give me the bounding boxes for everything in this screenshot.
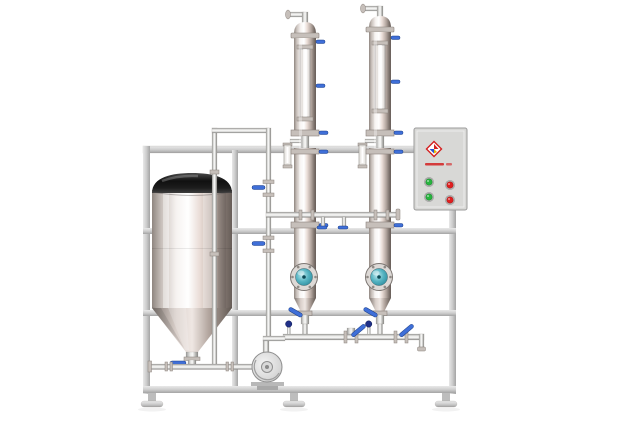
- valve-handle: [399, 324, 414, 337]
- pump-discharge-pipe: [262, 335, 286, 342]
- feed-pipe: [265, 127, 272, 339]
- frame-right-post: [449, 146, 456, 394]
- ball-valve-knob: [285, 320, 293, 328]
- pressure-gauge-2: [365, 263, 393, 291]
- indicator-light-red-1: [446, 181, 454, 189]
- clamp-handle: [315, 83, 326, 88]
- column1-bottom-cone: [294, 298, 316, 312]
- valve-handle: [251, 185, 266, 190]
- clamp-handle: [390, 35, 401, 40]
- column1-cap: [294, 22, 316, 34]
- tank-riser-pipe: [211, 127, 218, 367]
- tank-weld-seam: [152, 248, 232, 249]
- membrane-column-1: [282, 9, 329, 337]
- sample-valve-handle: [337, 225, 349, 230]
- upper-manifold: [265, 211, 399, 218]
- sample-valve-handle: [316, 225, 328, 230]
- indicator-light-red-2: [446, 196, 454, 204]
- indicator-light-green-1: [425, 178, 433, 186]
- clamp-handle: [390, 79, 401, 84]
- column2-bottom-valve: [375, 314, 385, 325]
- column1-bottom-valve: [300, 314, 310, 325]
- clamp-handle: [318, 130, 329, 135]
- pump-base: [251, 382, 284, 386]
- indicator-light-green-2: [425, 193, 433, 201]
- process-piping: [147, 127, 426, 373]
- valve-handle: [288, 307, 303, 318]
- clamp-handle: [393, 223, 404, 228]
- pressure-gauge-1: [290, 263, 318, 291]
- clamp-handle: [393, 149, 404, 154]
- clamp-handle: [318, 149, 329, 154]
- feed-tank: [151, 173, 233, 369]
- brand-text-mark: [425, 163, 444, 166]
- ball-valve-knob: [365, 320, 373, 328]
- valve-handle: [251, 241, 266, 246]
- indicator-lights: [424, 177, 455, 205]
- column1-mid-clamp: [290, 129, 320, 137]
- frame-mid-post: [232, 150, 238, 392]
- brand-logo: [425, 140, 443, 158]
- centrifugal-pump: [251, 335, 286, 390]
- column2-cap: [369, 16, 391, 28]
- valve-handle: [363, 307, 378, 318]
- top-crossover-pipe: [211, 127, 270, 134]
- control-panel: [413, 127, 468, 211]
- frame-bottom-rail: [143, 386, 456, 393]
- control-panel-box: [413, 127, 468, 211]
- column2-mid-clamp: [365, 129, 395, 137]
- clamp-handle: [393, 130, 404, 135]
- membrane-column-2: [357, 3, 404, 337]
- leveling-feet: [138, 393, 460, 412]
- drain-cap: [417, 346, 426, 352]
- clamp-handle: [315, 39, 326, 44]
- frame-left-post: [143, 146, 150, 394]
- valve-handle: [351, 324, 366, 337]
- tank-body: [152, 190, 232, 308]
- column2-bottom-cone: [369, 298, 391, 312]
